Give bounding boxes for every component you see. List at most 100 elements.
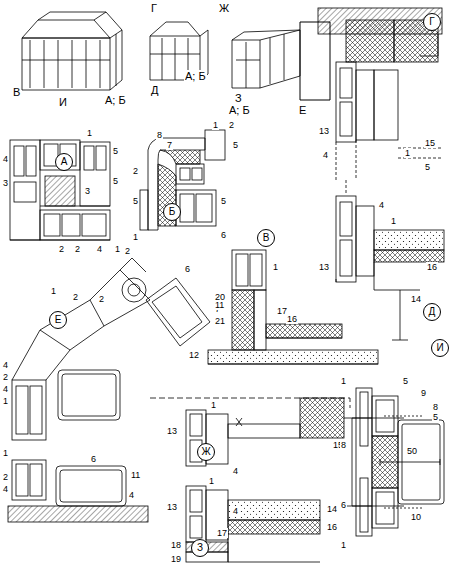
- callout-number: 5: [112, 146, 119, 156]
- callout-number: 1: [212, 120, 219, 130]
- callout-number: 19: [170, 554, 182, 564]
- detail-letter: Ж: [201, 447, 210, 457]
- callout-number: 16: [326, 522, 338, 532]
- detail-letter: А: [61, 157, 68, 167]
- view-label: Е: [298, 104, 307, 116]
- detail-marker: А: [55, 153, 73, 171]
- callout-number: 16: [426, 262, 438, 272]
- callout-number: 5: [132, 196, 139, 206]
- callout-number: 6: [90, 454, 97, 464]
- detail-marker: Ж: [197, 443, 215, 461]
- callout-number: 5: [402, 376, 409, 386]
- view-label: А; Б: [228, 104, 251, 116]
- callout-number: 1: [210, 400, 217, 410]
- callout-number: 12: [188, 350, 200, 360]
- callout-number: 8: [432, 402, 439, 412]
- callout-number: 18: [170, 540, 182, 550]
- callout-number: 4: [232, 506, 239, 516]
- callout-number: 4: [2, 484, 9, 494]
- callout-number: 5: [424, 162, 431, 172]
- detail-letter: Б: [169, 207, 176, 217]
- view-label: В: [12, 86, 21, 98]
- detail-letter: И: [436, 343, 443, 353]
- callout-number: 2: [124, 246, 131, 256]
- callout-number: 4: [378, 200, 385, 210]
- callout-number: 16: [286, 314, 298, 324]
- detail-marker: З: [191, 539, 209, 557]
- callout-number: 4: [96, 244, 103, 254]
- callout-number: 17: [216, 528, 228, 538]
- callout-number: 4: [128, 490, 135, 500]
- callout-number: 14: [326, 504, 338, 514]
- detail-letter: В: [263, 233, 270, 243]
- callout-number: 1: [114, 244, 121, 254]
- callout-number: 50: [406, 446, 418, 456]
- callout-number: 2: [228, 120, 235, 130]
- callout-number: 1: [86, 128, 93, 138]
- callout-number: 5: [432, 412, 439, 422]
- callout-number: 2: [74, 244, 81, 254]
- callout-number: 1: [2, 396, 9, 406]
- callout-number: 10: [410, 512, 422, 522]
- callout-number: 14: [410, 294, 422, 304]
- callout-number: 4: [2, 154, 9, 164]
- callout-number: 6: [220, 230, 227, 240]
- callout-number: 8: [340, 440, 347, 450]
- view-label: Ж: [218, 2, 230, 14]
- detail-letter: Д: [429, 307, 436, 317]
- detail-marker: Е: [49, 311, 67, 329]
- callout-number: 2: [58, 244, 65, 254]
- callout-number: 6: [184, 264, 191, 274]
- callout-number: 6: [340, 500, 347, 510]
- callout-number: 11: [214, 300, 225, 310]
- callout-number: 4: [322, 150, 329, 160]
- callout-number: 9: [420, 388, 427, 398]
- callout-number: 2: [2, 372, 9, 382]
- callout-number: 11: [130, 470, 141, 480]
- callout-number: 3: [84, 186, 91, 196]
- callout-number: 1: [272, 262, 279, 272]
- callout-number: 1: [390, 216, 397, 226]
- detail-marker: Б: [163, 203, 181, 221]
- callout-number: 21: [214, 316, 226, 326]
- detail-letter: Е: [55, 315, 62, 325]
- view-label: А; Б: [104, 94, 127, 106]
- callout-number: 5: [232, 140, 239, 150]
- callout-number: 15: [424, 138, 436, 148]
- callout-number: 5: [220, 196, 227, 206]
- callout-number: 8: [156, 130, 163, 140]
- callout-number: 1: [340, 540, 347, 550]
- callout-number: 13: [166, 502, 178, 512]
- callout-number: 1: [132, 232, 139, 242]
- callout-number: 3: [2, 178, 9, 188]
- detail-marker: Д: [423, 303, 441, 321]
- detail-marker: Г: [423, 13, 441, 31]
- callout-number: 4: [2, 360, 9, 370]
- callout-number: 2: [2, 472, 9, 482]
- callout-number: 1: [2, 448, 9, 458]
- callout-number: 13: [318, 126, 330, 136]
- callout-number: 1: [208, 476, 215, 486]
- view-label: Д: [150, 84, 159, 96]
- callout-number: 5: [112, 176, 119, 186]
- detail-marker: И: [431, 339, 449, 357]
- view-label: Г: [150, 2, 158, 14]
- callout-number: 4: [2, 384, 9, 394]
- callout-number: 7: [166, 140, 173, 150]
- callout-number: 2: [98, 294, 105, 304]
- detail-marker: В: [257, 229, 275, 247]
- view-label: И: [58, 96, 68, 108]
- callout-number: 1: [340, 376, 347, 386]
- callout-number: 13: [318, 262, 330, 272]
- detail-letter: З: [197, 543, 203, 553]
- view-label: З: [234, 92, 243, 104]
- callout-number: 2: [72, 292, 79, 302]
- view-label: А; Б: [184, 70, 207, 82]
- callout-number: 2: [132, 166, 139, 176]
- callout-number: 13: [166, 426, 178, 436]
- callout-number: 4: [232, 466, 239, 476]
- callout-number: 1: [50, 286, 57, 296]
- detail-letter: Г: [429, 17, 434, 27]
- callout-number: 1: [404, 148, 411, 158]
